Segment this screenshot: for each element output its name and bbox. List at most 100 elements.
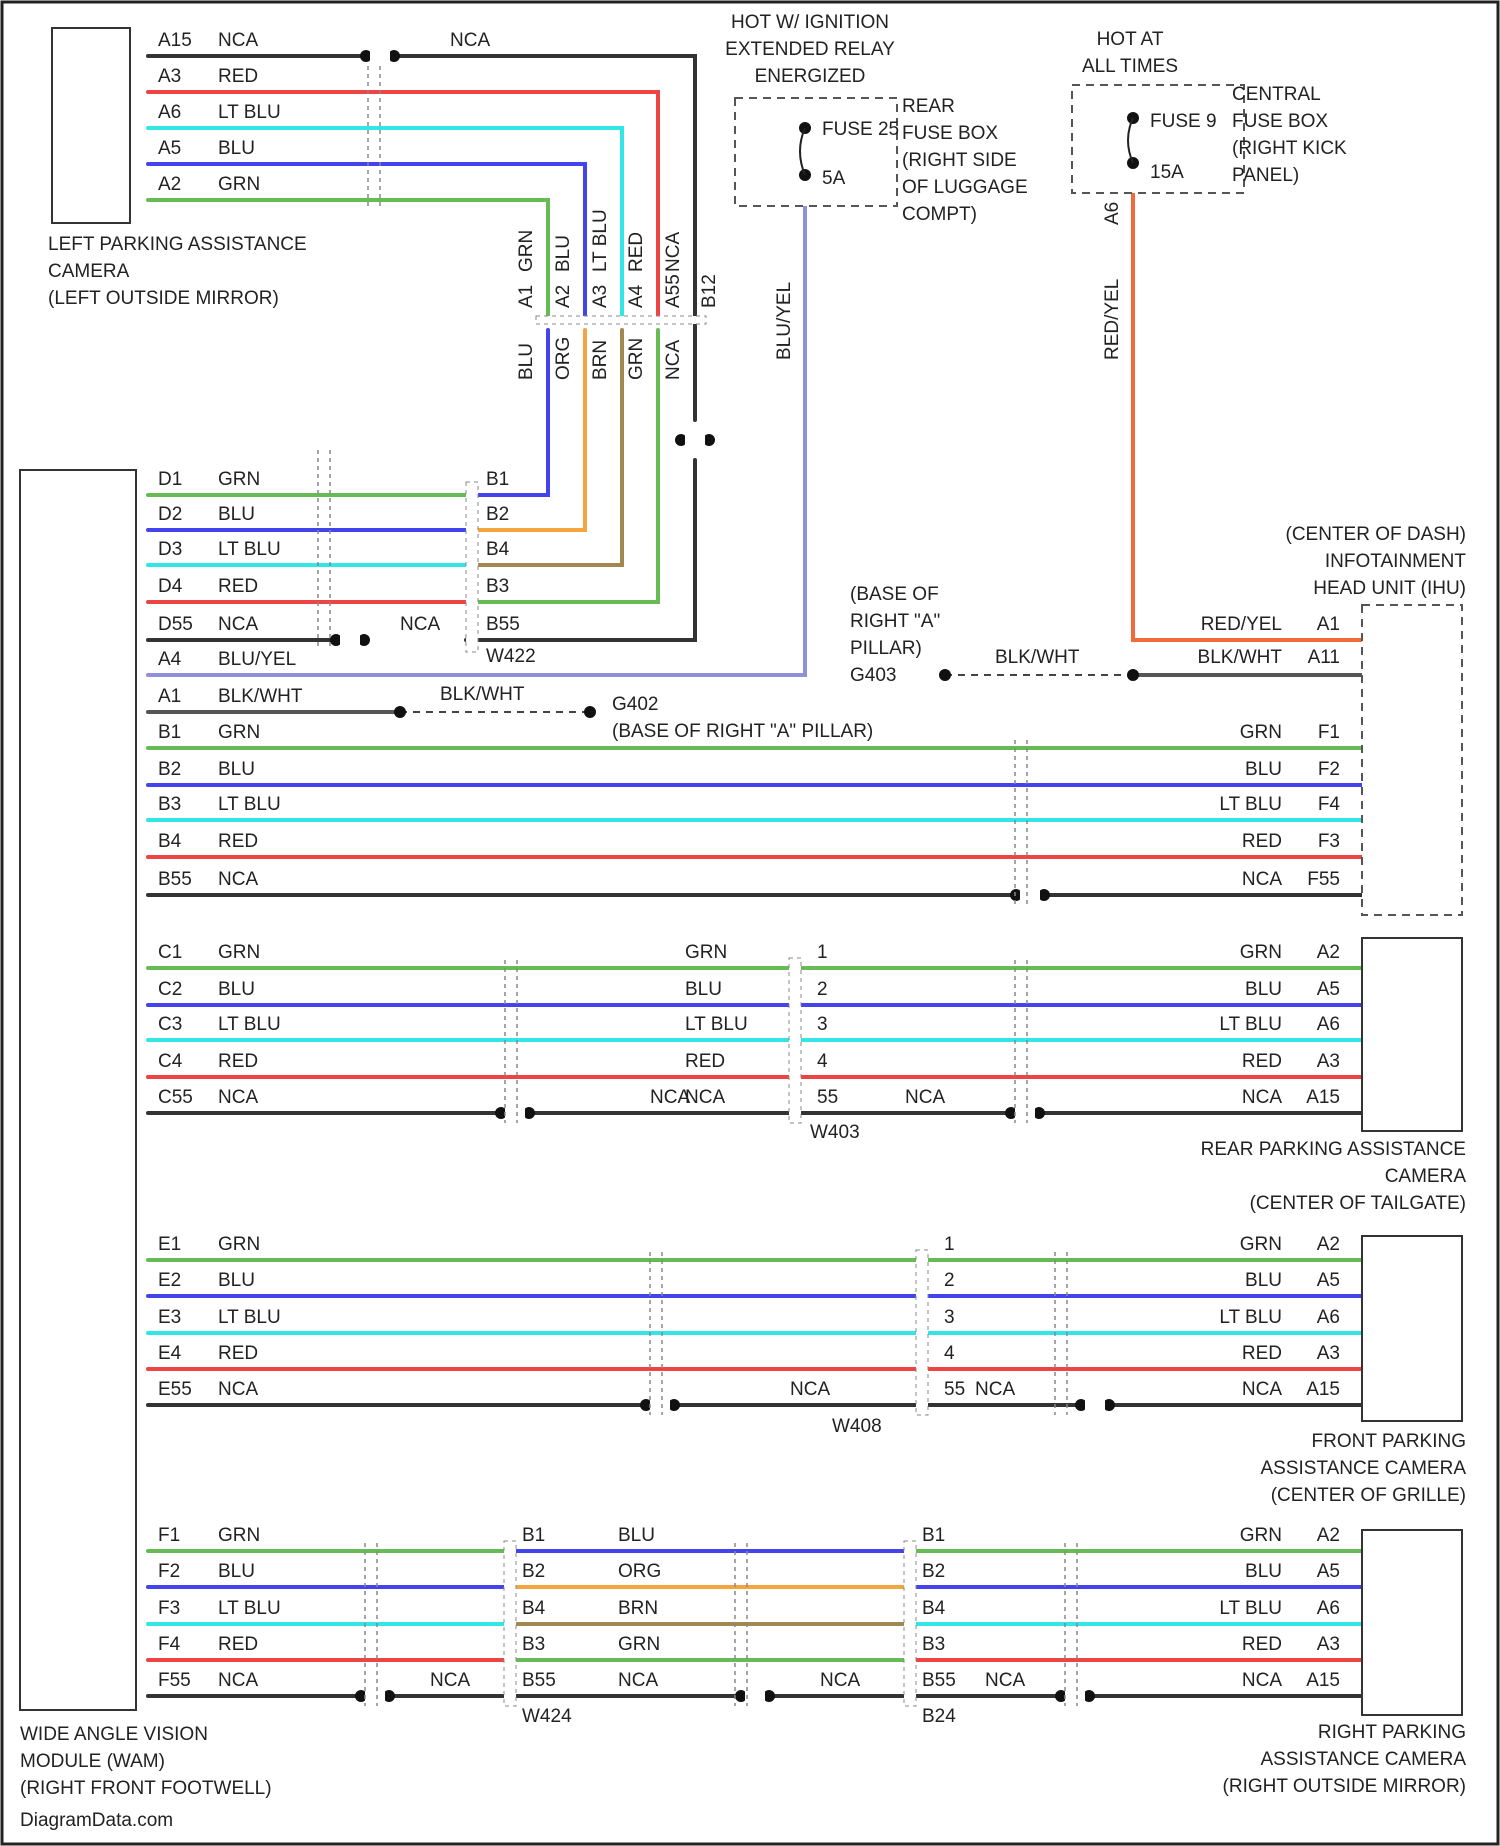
wav-b55-gap-gap	[1020, 889, 1040, 901]
wav-pin-2: D3	[158, 539, 182, 560]
vert-b-1: ORG	[553, 337, 574, 380]
right-pin-2: F3	[158, 1598, 180, 1619]
right-cam-pin-2: A6	[1317, 1598, 1340, 1619]
right-cam-color-0: GRN	[1240, 1525, 1282, 1546]
front-inline-1: 2	[944, 1270, 955, 1291]
fuse-5a-label: 5A	[822, 168, 846, 189]
right-nca-mid-c: NCA	[985, 1670, 1025, 1691]
rear-color-3: RED	[218, 1051, 258, 1072]
wav-b-pin-4: B55	[158, 869, 192, 890]
front-camera-label-line-0: FRONT PARKING	[1312, 1431, 1466, 1452]
right-w422-color-1: ORG	[618, 1561, 661, 1582]
front-cam-pin-3: A3	[1317, 1343, 1340, 1364]
wav-pin-4: D55	[158, 614, 193, 635]
wav-d55-nca-mid: NCA	[400, 614, 440, 635]
rear-camera-box	[1362, 938, 1462, 1131]
wav-b-pin-2: B3	[158, 794, 181, 815]
rear-pin-1: C2	[158, 979, 182, 1000]
w422-pin-3: B3	[486, 576, 509, 597]
wav-pin-color-4: NCA	[218, 614, 258, 635]
wav-pin-1: D2	[158, 504, 182, 525]
right-color-0: GRN	[218, 1525, 260, 1546]
right-b24-pin-2: B4	[922, 1598, 946, 1619]
vert-b-0: BLU	[516, 343, 537, 380]
w422-connector	[466, 482, 478, 652]
wav-module-label-line-2: (RIGHT FRONT FOOTWELL)	[20, 1778, 272, 1799]
hu-color-2: LT BLU	[1219, 794, 1282, 815]
rear-nca-gap-0-gap	[505, 1107, 525, 1119]
rear-inline-4: 55	[817, 1087, 838, 1108]
vert-pin-0: A1	[516, 285, 537, 308]
front-inline-connector	[916, 1250, 928, 1415]
rear-cam-pin-1: A5	[1317, 979, 1340, 1000]
fuse-15a-label: 15A	[1150, 162, 1184, 183]
front-color-1: BLU	[218, 1270, 255, 1291]
right-nca-gap-a-gap	[365, 1690, 385, 1702]
left-camera-color-2: LT BLU	[218, 102, 281, 123]
central-fuse-label-line-3: PANEL)	[1232, 165, 1299, 186]
rear-cam-pin-3: A3	[1317, 1051, 1340, 1072]
rear-color-0: GRN	[218, 942, 260, 963]
w422-pin-2: B4	[486, 539, 510, 560]
rear-nca-mid-1: NCA	[905, 1087, 945, 1108]
rear-inline-color-4: NCA	[685, 1087, 725, 1108]
left-camera-box	[52, 28, 130, 223]
front-cam-pin-0: A2	[1317, 1234, 1340, 1255]
left-camera-label-line-1: CAMERA	[48, 261, 130, 282]
front-cam-color-3: RED	[1242, 1343, 1282, 1364]
front-color-0: GRN	[218, 1234, 260, 1255]
lc-nca-vgap-gap	[685, 434, 705, 446]
right-cam-pin-4: A15	[1306, 1670, 1340, 1691]
right-w422-pin-4: B55	[522, 1670, 556, 1691]
right-b24-pin-1: B2	[922, 1561, 945, 1582]
rear-cam-pin-4: A15	[1306, 1087, 1340, 1108]
hu-blkwht-label: BLK/WHT	[1198, 647, 1283, 668]
rear-fuse-label-line-2: (RIGHT SIDE	[902, 150, 1017, 171]
g403-label-line-3: G403	[850, 665, 896, 686]
hu-color-3: RED	[1242, 831, 1282, 852]
rear-inline-connector	[789, 958, 801, 1123]
wav-b-color-0: GRN	[218, 722, 260, 743]
w422-pin-1: B2	[486, 504, 509, 525]
vert-b-2: BRN	[590, 340, 611, 380]
vert-pin-4: A55	[663, 274, 684, 308]
rear-fuse-label-line-0: REAR	[902, 96, 955, 117]
front-pin-4: E55	[158, 1379, 192, 1400]
right-camera-label-line-2: (RIGHT OUTSIDE MIRROR)	[1223, 1776, 1466, 1797]
right-w422-pin-2: B4	[522, 1598, 546, 1619]
right-w422-pin-0: B1	[522, 1525, 545, 1546]
front-cam-pin-4: A15	[1306, 1379, 1340, 1400]
wav-b-pin-3: B4	[158, 831, 182, 852]
rear-inline-color-2: LT BLU	[685, 1014, 748, 1035]
rear-inline-2: 3	[817, 1014, 828, 1035]
front-camera-box	[1362, 1236, 1462, 1421]
right-nca-gap-b-gap	[745, 1690, 765, 1702]
hot-run-label-line-0: HOT W/ IGNITION	[731, 12, 889, 33]
right-pin-4: F55	[158, 1670, 191, 1691]
g402-label: G402	[612, 694, 658, 715]
front-color-3: RED	[218, 1343, 258, 1364]
rear-fuse-label-line-3: OF LUGGAGE	[902, 177, 1028, 198]
head-unit-box	[1362, 605, 1462, 915]
front-cam-color-4: NCA	[1242, 1379, 1282, 1400]
right-camera-label-line-0: RIGHT PARKING	[1318, 1722, 1466, 1743]
rear-pin-0: C1	[158, 942, 182, 963]
hot-all-label-line-0: HOT AT	[1097, 29, 1164, 50]
right-w422-pin-1: B2	[522, 1561, 545, 1582]
front-pin-0: E1	[158, 1234, 181, 1255]
right-w422-color-0: BLU	[618, 1525, 655, 1546]
wav-module-label-line-0: WIDE ANGLE VISION	[20, 1724, 208, 1745]
g403-label-line-2: PILLAR)	[850, 638, 922, 659]
hu-pin-a11: A11	[1308, 647, 1340, 668]
left-camera-color-4: GRN	[218, 174, 260, 195]
rear-fuse-label-line-1: FUSE BOX	[902, 123, 998, 144]
hu-color-0: GRN	[1240, 722, 1282, 743]
front-camera-label-line-1: ASSISTANCE CAMERA	[1260, 1458, 1466, 1479]
wav-a1-mid-label: BLK/WHT	[440, 684, 525, 705]
front-cam-color-0: GRN	[1240, 1234, 1282, 1255]
front-camera-label-line-2: (CENTER OF GRILLE)	[1271, 1485, 1466, 1506]
right-cam-color-1: BLU	[1245, 1561, 1282, 1582]
left-camera-nca-mid: NCA	[450, 30, 490, 51]
left-camera-label-line-2: (LEFT OUTSIDE MIRROR)	[48, 288, 279, 309]
wav-module-label-line-1: MODULE (WAM)	[20, 1751, 165, 1772]
